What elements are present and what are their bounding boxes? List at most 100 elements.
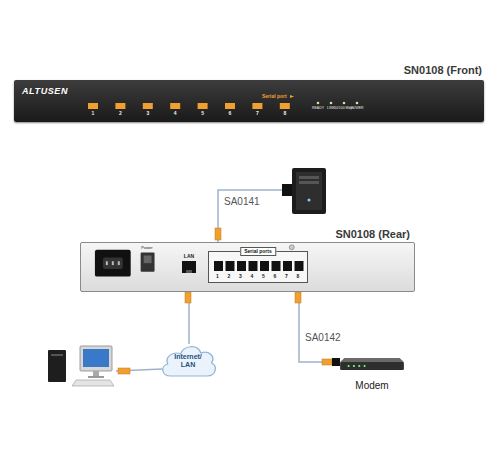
status-led [330, 102, 333, 105]
cable-plug [322, 359, 332, 365]
keyboard [72, 380, 114, 386]
cable-sa0141 [215, 184, 292, 242]
rj45-port [237, 261, 246, 271]
rj45-port [182, 261, 196, 273]
switch-label: Power [141, 245, 152, 250]
led-label: READY [312, 106, 324, 110]
adapter [282, 184, 292, 196]
status-led [343, 102, 346, 105]
port-number: 3 [146, 110, 149, 116]
rj45-port [272, 261, 281, 271]
led-label: POWER [350, 106, 363, 110]
computer [48, 346, 114, 386]
port-number: 3 [239, 273, 242, 279]
cable-plug [185, 292, 191, 303]
modem-device: Modem [338, 352, 406, 392]
modem-led [364, 365, 366, 367]
network-cloud: Internet/ LAN [158, 342, 218, 380]
power-inlet [95, 250, 131, 277]
tower-body [292, 168, 326, 214]
modem-body [340, 362, 404, 370]
pc-cable [116, 368, 162, 374]
port-led [198, 103, 208, 109]
port-led [280, 103, 290, 109]
port-number: 8 [283, 110, 286, 116]
port-notch [186, 270, 192, 273]
cable-connector [299, 283, 338, 362]
inlet-pin [112, 261, 114, 265]
status-led [356, 102, 359, 105]
rj45-port [260, 261, 269, 271]
led-label: LINK [327, 106, 335, 110]
port-number: 6 [229, 110, 232, 116]
power-switch [141, 253, 155, 272]
inlet-pin [118, 261, 120, 265]
port-number: 6 [274, 273, 277, 279]
port-led [252, 103, 262, 109]
cable-label: SA0142 [304, 332, 342, 344]
port-led [225, 103, 235, 109]
panel-heading: SN0108 (Rear) [335, 228, 410, 241]
cable-label: SA0141 [224, 196, 260, 208]
panel-heading: SN0108 (Front) [404, 64, 482, 77]
cable-plug [295, 292, 301, 303]
port-number: 7 [285, 273, 288, 279]
front-ports [88, 103, 290, 109]
ground-screw [289, 245, 294, 250]
modem-led [348, 365, 350, 367]
cable-line [218, 190, 282, 242]
pc-tower [48, 350, 66, 382]
lan-port: LAN [180, 253, 198, 275]
serial-ports-art [209, 252, 307, 282]
adapter [332, 358, 340, 366]
rj45-port [283, 261, 292, 271]
port-number: 4 [251, 273, 254, 279]
tower-face [296, 172, 322, 210]
rj45-port [214, 261, 223, 271]
port-number: 2 [119, 110, 122, 116]
screen [83, 349, 109, 367]
rj45-port [295, 261, 304, 271]
port-number: 7 [256, 110, 259, 116]
cable-plug [215, 228, 221, 240]
modem-led [358, 365, 360, 367]
modem-led [353, 365, 355, 367]
status-led [317, 102, 320, 105]
monitor-stand [93, 371, 99, 376]
inlet-pin [106, 261, 108, 265]
port-number: 4 [174, 110, 177, 116]
switch-rocker [144, 255, 152, 263]
group-label: Serial ports [240, 247, 276, 256]
rj45-port [226, 261, 235, 271]
port-number: 2 [228, 273, 231, 279]
brand-logo: ALTUSEN [22, 86, 68, 97]
monitor [80, 346, 112, 371]
server-tower [292, 168, 326, 214]
monitor-base [88, 376, 104, 378]
port-led [143, 103, 153, 109]
drive-bay [299, 181, 319, 184]
front-panel-art [14, 80, 484, 122]
port-label: LAN [180, 253, 198, 259]
port-caption: Serial port [262, 93, 287, 99]
port-number: 8 [297, 273, 300, 279]
arrow-icon [290, 95, 294, 98]
modem-top [340, 358, 404, 362]
serial-port-group: Serial ports [208, 251, 308, 283]
inlet-socket [103, 257, 123, 269]
drive-bay [51, 354, 63, 356]
port-number: 1 [216, 273, 219, 279]
port-number: 1 [92, 110, 95, 116]
port-led [170, 103, 180, 109]
drive-bay [299, 176, 319, 179]
port-led [115, 103, 125, 109]
rj45-port [249, 261, 258, 271]
cloud-label: Internet/ LAN [158, 353, 218, 369]
device-panel: SN0108 (Front) [14, 80, 484, 122]
cable-plug [118, 368, 130, 374]
power-led [308, 199, 311, 202]
port-number: 5 [262, 273, 265, 279]
